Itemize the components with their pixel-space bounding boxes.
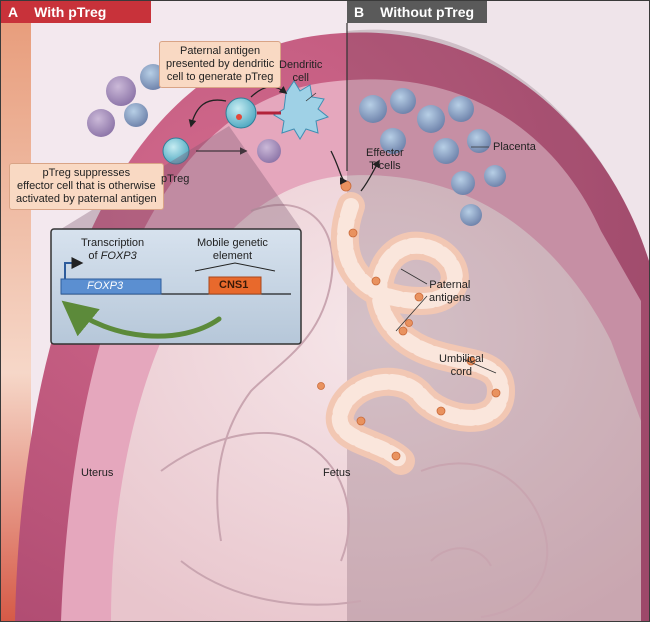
label-line: cord: [450, 366, 473, 378]
leader-dendritic: [305, 92, 317, 102]
paternal-antigen: [491, 388, 501, 398]
immune-cell: [257, 139, 281, 163]
fetus-label: Fetus: [323, 467, 351, 479]
callout-line: effector cell that is otherwise: [17, 180, 156, 192]
enhancer-feedback-arrow: [61, 300, 222, 339]
cns1-element-box: [208, 276, 262, 295]
callout-line: activated by paternal antigen: [16, 193, 157, 205]
label-line: Mobile genetic: [197, 237, 268, 249]
paternal-antigen: [317, 382, 325, 390]
label-line: Effector: [366, 147, 404, 159]
leader-paternal-1: [400, 268, 428, 285]
genetic-inset-panel: [50, 228, 302, 345]
effector-t-cell: [380, 128, 406, 154]
fetus-outline: [160, 203, 549, 618]
paternal-antigen: [356, 416, 366, 426]
uterus-label: Uterus: [81, 467, 114, 479]
paternal-antigen: [436, 406, 446, 416]
callout-line: Paternal antigen: [180, 45, 261, 57]
panel-a-tag: A With pTreg: [1, 1, 151, 23]
effector-t-cells-label: Effector T cells: [366, 147, 404, 173]
arrow-dendritic-to-antigen: [330, 150, 348, 185]
naive-t-cell: [225, 97, 257, 129]
effector-t-cell: [484, 165, 506, 187]
mobile-element-label: Mobile genetic element: [197, 237, 268, 263]
ptreg-label: pTreg: [161, 173, 190, 185]
paternal-antigen: [398, 326, 408, 336]
callout-line: presented by dendritic: [166, 58, 275, 70]
panel-a-title: With pTreg: [34, 4, 107, 20]
transcription-of-text: of: [88, 250, 101, 262]
dendritic-cell: [273, 80, 330, 140]
leader-paternal-2: [395, 295, 428, 332]
paternal-antigen: [405, 319, 413, 327]
mobile-element-bracket: [194, 262, 276, 272]
umbilical-cord-segments: [331, 198, 510, 469]
label-line: Paternal: [429, 279, 471, 291]
panel-a-arrows: [188, 86, 380, 192]
effector-t-cell: [359, 95, 387, 123]
cns1-box-label: CNS1: [219, 279, 249, 291]
immune-cell: [106, 76, 136, 106]
callout-line: pTreg suppresses: [42, 167, 131, 179]
label-line: element: [212, 250, 253, 262]
ptreg-suppresses-callout: pTreg suppresses effector cell that is o…: [9, 163, 164, 210]
label-line: Transcription: [81, 237, 145, 249]
arrow-antigen-to-effector: [360, 159, 380, 192]
effector-t-cell: [448, 96, 474, 122]
paternal-antigen-callout: Paternal antigen presented by dendritic …: [159, 41, 282, 88]
panel-a-cells: [87, 64, 330, 165]
paternal-antigen: [371, 276, 381, 286]
immune-cell: [124, 103, 148, 127]
label-line: Dendritic: [279, 59, 323, 71]
paternal-antigens-label: Paternal antigens: [429, 279, 471, 305]
panel-b-letter: B: [354, 4, 365, 20]
dendritic-cell-label: Dendritic cell: [279, 59, 322, 85]
effector-t-cell: [467, 129, 491, 153]
umbilical-cord-label: Umbilical cord: [439, 353, 484, 379]
arrow-naive-to-ptreg: [188, 99, 227, 128]
callout-line: cell to generate pTreg: [166, 71, 274, 83]
foxp3-box-label: FOXP3: [87, 280, 124, 292]
panel-b-tag: B Without pTreg: [347, 1, 487, 23]
ptreg-cell: [162, 137, 190, 165]
transcription-label: Transcription of FOXP3: [81, 237, 144, 263]
effector-t-cell: [390, 88, 416, 114]
effector-t-cell: [460, 204, 482, 226]
leader-umbilical: [462, 358, 497, 374]
panel-b-title: Without pTreg: [380, 4, 475, 20]
paternal-antigen-dots: [317, 180, 501, 461]
panel-b-overlay: [347, 29, 649, 621]
leader-lines: [305, 92, 497, 374]
foxp3-gene-box: [60, 278, 162, 295]
panel-b-cells: [359, 88, 506, 226]
presented-antigen: [236, 114, 242, 120]
effector-t-cell: [451, 171, 475, 195]
label-line: cell: [292, 72, 309, 84]
label-line: T cells: [369, 160, 401, 172]
paternal-antigen: [391, 451, 401, 461]
effector-t-cell: [417, 105, 445, 133]
label-line: of FOXP3: [81, 250, 144, 263]
placenta-label: Placenta: [493, 141, 536, 153]
label-line: antigens: [429, 292, 471, 304]
transcription-gene-name: FOXP3: [100, 250, 137, 262]
transcription-start-arrow: [64, 257, 84, 279]
paternal-antigen: [348, 228, 358, 238]
paternal-antigen: [414, 292, 424, 302]
effector-t-cell: [433, 138, 459, 164]
panel-a-letter: A: [8, 4, 19, 20]
immune-cell: [87, 109, 115, 137]
paternal-antigen: [340, 180, 352, 192]
label-line: Umbilical: [439, 353, 484, 365]
